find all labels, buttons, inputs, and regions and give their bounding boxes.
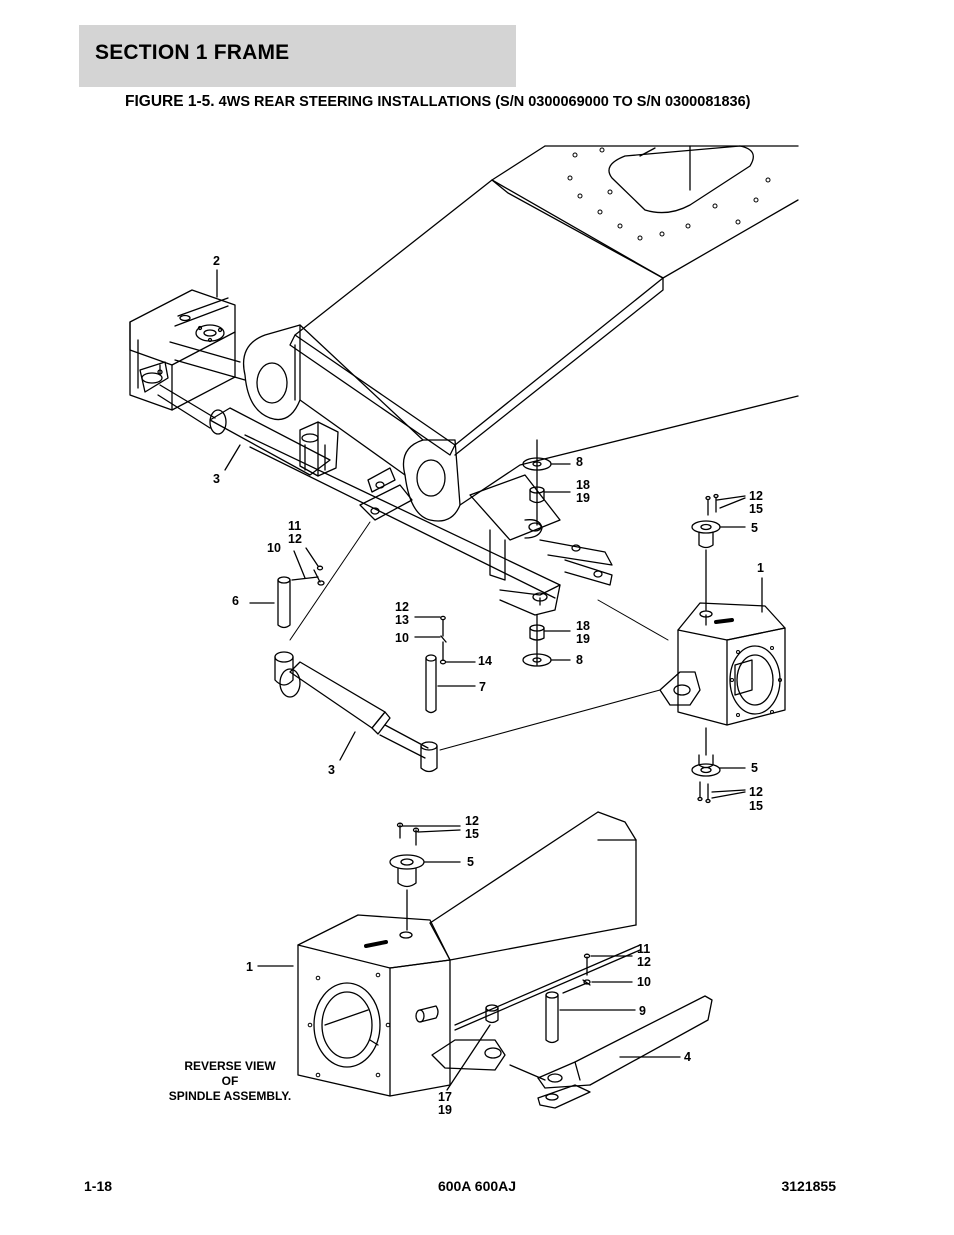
callout-19-low: 19: [438, 1103, 452, 1117]
callout-8-top: 8: [576, 455, 583, 469]
callout-18-bottom: 18: [576, 619, 590, 633]
callout-17: 17: [438, 1090, 452, 1104]
callout-15-low: 15: [465, 827, 479, 841]
footer-model: 600A 600AJ: [437, 1178, 517, 1194]
callout-10-low: 10: [637, 975, 651, 989]
callout-1-right: 1: [757, 561, 764, 575]
callout-3-upper: 3: [213, 472, 220, 486]
washer-bushing-top: [522, 439, 571, 526]
washer-bushing-bottom: [522, 614, 571, 667]
assembly-guide-lines: [289, 521, 669, 751]
callout-15-right-upper: 15: [749, 502, 763, 516]
callout-4: 4: [684, 1050, 691, 1064]
callout-12-right-upper: 12: [749, 489, 763, 503]
callout-3-lower: 3: [328, 763, 335, 777]
figure-caption: 4WS REAR STEERING INSTALLATIONS (S/N 030…: [218, 94, 751, 110]
note-line-3: SPINDLE ASSEMBLY.: [168, 1089, 292, 1103]
callout-11-low: 11: [637, 942, 650, 956]
frame-lower-section: [257, 811, 713, 1109]
callout-6: 6: [232, 594, 239, 608]
callout-12-right-lower: 12: [749, 785, 763, 799]
callout-5-right-lower: 5: [751, 761, 758, 775]
section-header: SECTION 1 FRAME: [79, 25, 516, 87]
callout-9: 9: [639, 1004, 646, 1018]
callout-11-left: 11: [288, 519, 301, 533]
callout-labels: 2 3 8 18 19 12 15 5 1 11 12 10 6 12 13 1…: [213, 254, 764, 1117]
callout-12-low: 12: [465, 814, 479, 828]
callout-12-mid: 12: [395, 600, 409, 614]
callout-5-right-upper: 5: [751, 521, 758, 535]
section-title: SECTION 1 FRAME: [95, 41, 290, 64]
reverse-view-note: REVERSE VIEW OF SPINDLE ASSEMBLY.: [152, 1059, 308, 1104]
figure-number: FIGURE 1-5.: [125, 93, 215, 110]
callout-10-mid: 10: [395, 631, 409, 645]
callout-5-low: 5: [467, 855, 474, 869]
callout-19-bottom: 19: [576, 632, 590, 646]
spindle-assembly-right: [659, 493, 786, 804]
footer-doc-number: 3121855: [781, 1178, 836, 1194]
note-line-1: REVERSE VIEW: [184, 1059, 276, 1073]
callout-12-left: 12: [288, 532, 302, 546]
callout-7: 7: [479, 680, 486, 694]
callout-10-left: 10: [267, 541, 281, 555]
callout-19-top: 19: [576, 491, 590, 505]
steering-cylinder-lower: [224, 444, 476, 773]
callout-2: 2: [213, 254, 220, 268]
footer-page-number: 1-18: [84, 1178, 113, 1194]
callout-12-low-2: 12: [637, 955, 651, 969]
callout-leaders: [216, 269, 541, 606]
callout-8-bottom: 8: [576, 653, 583, 667]
callout-15-right-lower: 15: [749, 799, 763, 813]
figure-title: FIGURE 1-5. 4WS REAR STEERING INSTALLATI…: [125, 93, 750, 111]
note-line-2: OF: [221, 1074, 239, 1088]
callout-14: 14: [478, 654, 492, 668]
frame-rear-section: [129, 145, 799, 616]
callout-1-low: 1: [246, 960, 253, 974]
callout-13-mid: 13: [395, 613, 409, 627]
callout-18-top: 18: [576, 478, 590, 492]
